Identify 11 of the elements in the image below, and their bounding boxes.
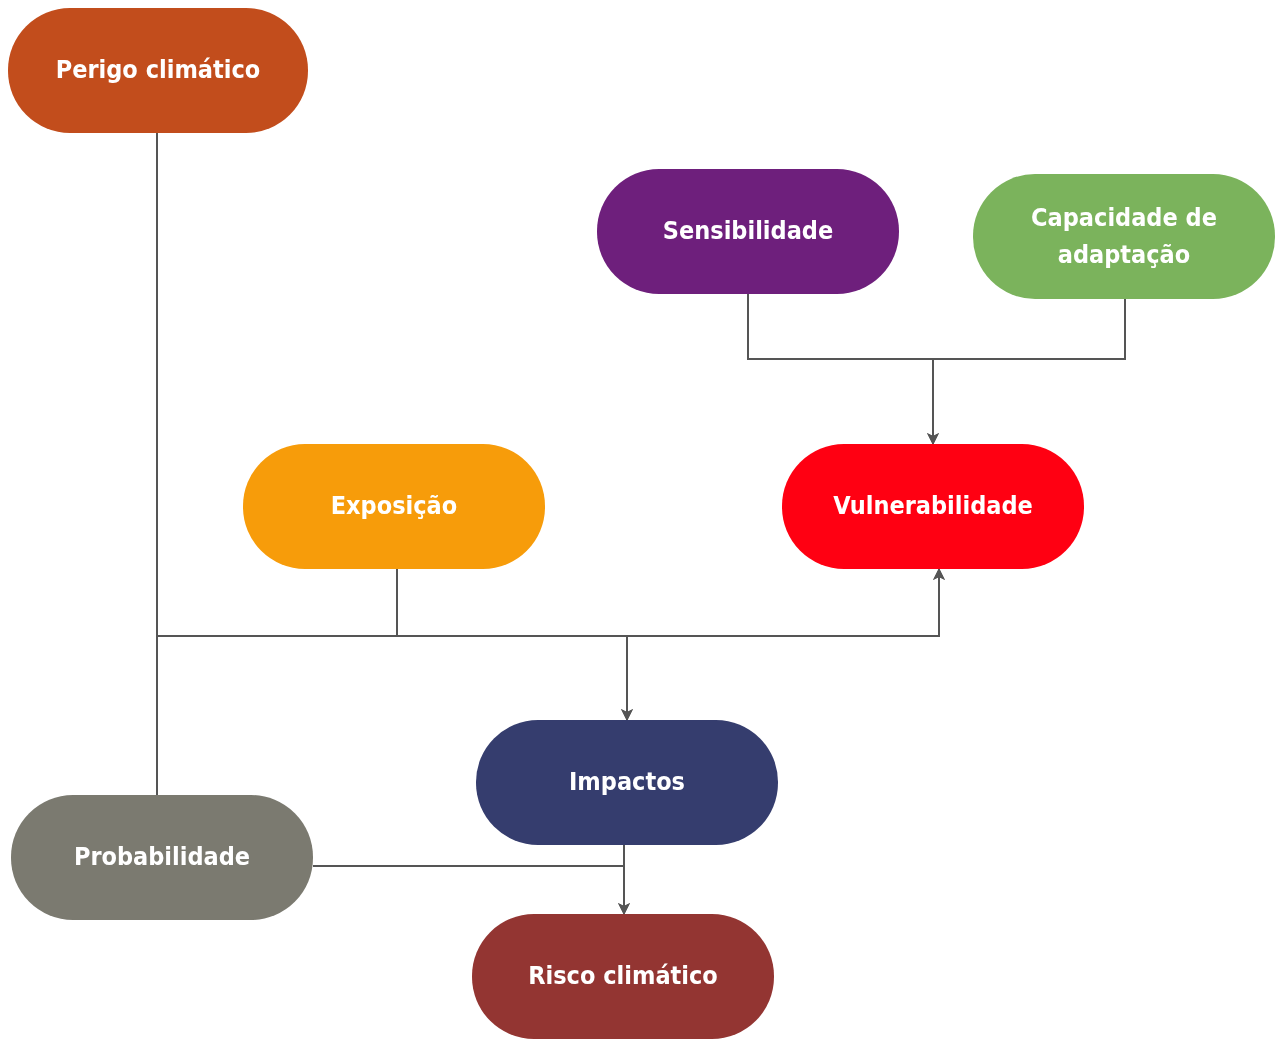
connector-arrow (927, 298, 1126, 445)
rounded-node (973, 174, 1275, 299)
node-label: Vulnerabilidade (833, 490, 1033, 523)
node-label: Perigo climático (55, 54, 261, 87)
node-label: Sensibilidade (662, 215, 834, 248)
node-label: Capacidade de adaptação (1030, 202, 1218, 271)
connector-arrow (312, 865, 630, 915)
node-label: Impactos (569, 766, 685, 799)
node-label: Exposição (330, 490, 458, 523)
node-label: Risco climático (528, 960, 718, 993)
node-label: Probabilidade (73, 841, 251, 874)
